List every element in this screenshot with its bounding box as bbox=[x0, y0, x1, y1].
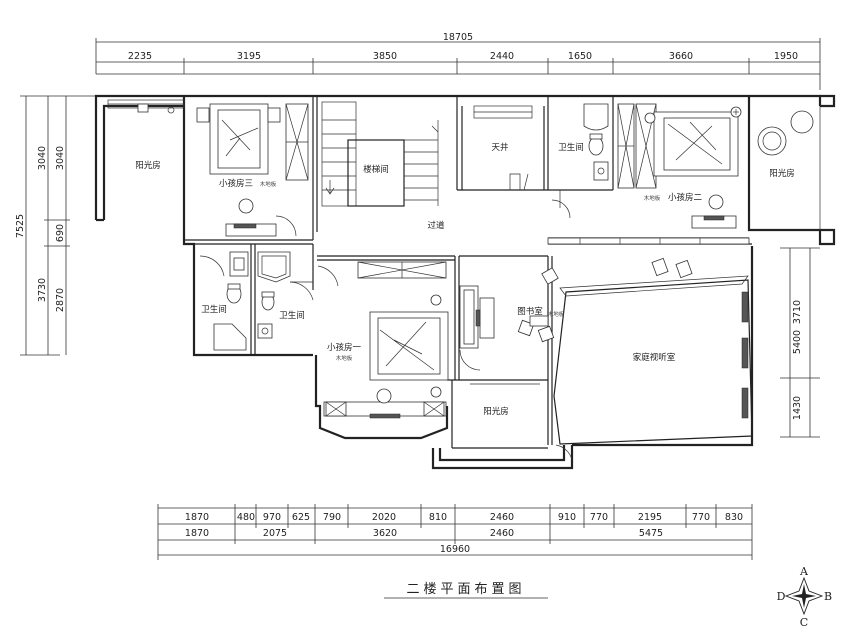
upper-bathroom-fixtures bbox=[551, 103, 609, 219]
label-family-hall: 家庭视听室 bbox=[633, 352, 676, 363]
sunroom-bottom-area bbox=[470, 383, 573, 461]
right-dimension-lines bbox=[780, 247, 820, 438]
kids-room-3-furniture bbox=[196, 103, 309, 237]
label-bath-left: 卫生间 bbox=[201, 304, 227, 315]
compass-label-d: D bbox=[777, 590, 786, 603]
study-furniture bbox=[459, 267, 559, 371]
label-sunroom-bottom: 阳光房 bbox=[483, 406, 509, 417]
bottom-dim-r1-6: 2020 bbox=[372, 512, 396, 523]
top-total-dim: 18705 bbox=[443, 32, 473, 43]
label-skylight: 天井 bbox=[491, 142, 508, 153]
label-corridor: 过道 bbox=[427, 220, 445, 231]
bottom-dim-r2-2: 2075 bbox=[263, 528, 287, 539]
label-kids-room-3: 小孩房三 bbox=[219, 178, 253, 189]
label-bath-upper: 卫生间 bbox=[558, 142, 584, 153]
left-outer-dim-2: 3730 bbox=[37, 278, 48, 302]
left-outer-dim-1: 3040 bbox=[37, 146, 48, 170]
top-dimension-lines bbox=[95, 38, 821, 90]
bottom-dim-r1-8: 2460 bbox=[490, 512, 514, 523]
bottom-dim-r1-1: 1870 bbox=[185, 512, 209, 523]
compass-label-b: B bbox=[824, 590, 832, 603]
label-kids-room-1: 小孩房一 bbox=[327, 342, 362, 353]
bottom-dim-r1-10: 770 bbox=[590, 512, 608, 523]
label-study: 图书室 bbox=[517, 306, 543, 317]
sub-study: 木地板 bbox=[548, 310, 565, 318]
top-dim-6: 3660 bbox=[669, 51, 693, 62]
bottom-dim-r1-7: 810 bbox=[429, 512, 447, 523]
bottom-dim-r1-9: 910 bbox=[558, 512, 576, 523]
compass-label-c: C bbox=[800, 616, 808, 629]
bottom-dim-r1-4: 625 bbox=[292, 512, 310, 523]
left-dimension-lines bbox=[20, 95, 96, 356]
left-total-dim: 7525 bbox=[15, 214, 26, 238]
right-dim-3: 1430 bbox=[792, 396, 803, 420]
bottom-dim-r1-3: 970 bbox=[263, 512, 281, 523]
right-dim-2: 5400 bbox=[792, 330, 803, 354]
sub-kids-room-3: 木地板 bbox=[260, 180, 277, 188]
sub-kids-room-1: 木地板 bbox=[336, 354, 353, 362]
left-bathroom-fixtures bbox=[199, 251, 249, 351]
top-dim-7: 1950 bbox=[774, 51, 798, 62]
left-inner-dim-1: 3040 bbox=[55, 146, 66, 170]
right-sunroom-furniture bbox=[757, 106, 821, 230]
bottom-dim-r1-2: 480 bbox=[237, 512, 255, 523]
top-dim-3: 3850 bbox=[373, 51, 397, 62]
left-inner-dim-3: 2870 bbox=[55, 288, 66, 312]
label-kids-room-2: 小孩房二 bbox=[668, 192, 703, 203]
top-dim-5: 1650 bbox=[568, 51, 592, 62]
top-dim-1: 2235 bbox=[128, 51, 152, 62]
bottom-dim-r2-5: 5475 bbox=[639, 528, 663, 539]
label-sunroom-left: 阳光房 bbox=[135, 160, 161, 171]
bottom-dim-r1-5: 790 bbox=[323, 512, 341, 523]
bottom-dimension-lines bbox=[157, 504, 753, 560]
label-stairwell: 楼梯间 bbox=[363, 164, 389, 175]
top-dim-2: 3195 bbox=[237, 51, 261, 62]
bottom-dim-r1-12: 770 bbox=[692, 512, 710, 523]
right-dim-1: 3710 bbox=[792, 300, 803, 324]
compass-icon bbox=[784, 576, 824, 616]
bottom-total-dim: 16960 bbox=[440, 544, 470, 555]
stairwell bbox=[321, 101, 439, 207]
sunroom-left-area bbox=[107, 99, 185, 114]
bottom-dim-r1-11: 2195 bbox=[638, 512, 662, 523]
label-sunroom-right: 阳光房 bbox=[769, 168, 795, 179]
left-inner-dim-2: 690 bbox=[55, 224, 66, 242]
skylight-area bbox=[473, 105, 533, 191]
bottom-dim-r1-13: 830 bbox=[725, 512, 743, 523]
laundry-fixtures bbox=[257, 251, 314, 339]
sub-kids-room-2: 木地板 bbox=[644, 194, 661, 202]
kids-room-2-furniture bbox=[559, 103, 742, 229]
top-dim-4: 2440 bbox=[490, 51, 514, 62]
corridor-cabinets bbox=[547, 237, 750, 245]
kids-room-1-furniture bbox=[317, 261, 449, 419]
bottom-dim-r2-4: 2460 bbox=[490, 528, 514, 539]
bottom-dim-r2-3: 3620 bbox=[373, 528, 397, 539]
drawing-title: 二楼平面布置图 bbox=[406, 582, 525, 597]
label-laundry: 卫生间 bbox=[279, 310, 305, 321]
compass-label-a: A bbox=[799, 565, 809, 578]
family-hall-area bbox=[553, 257, 753, 445]
bottom-dim-r2-1: 1870 bbox=[185, 528, 209, 539]
